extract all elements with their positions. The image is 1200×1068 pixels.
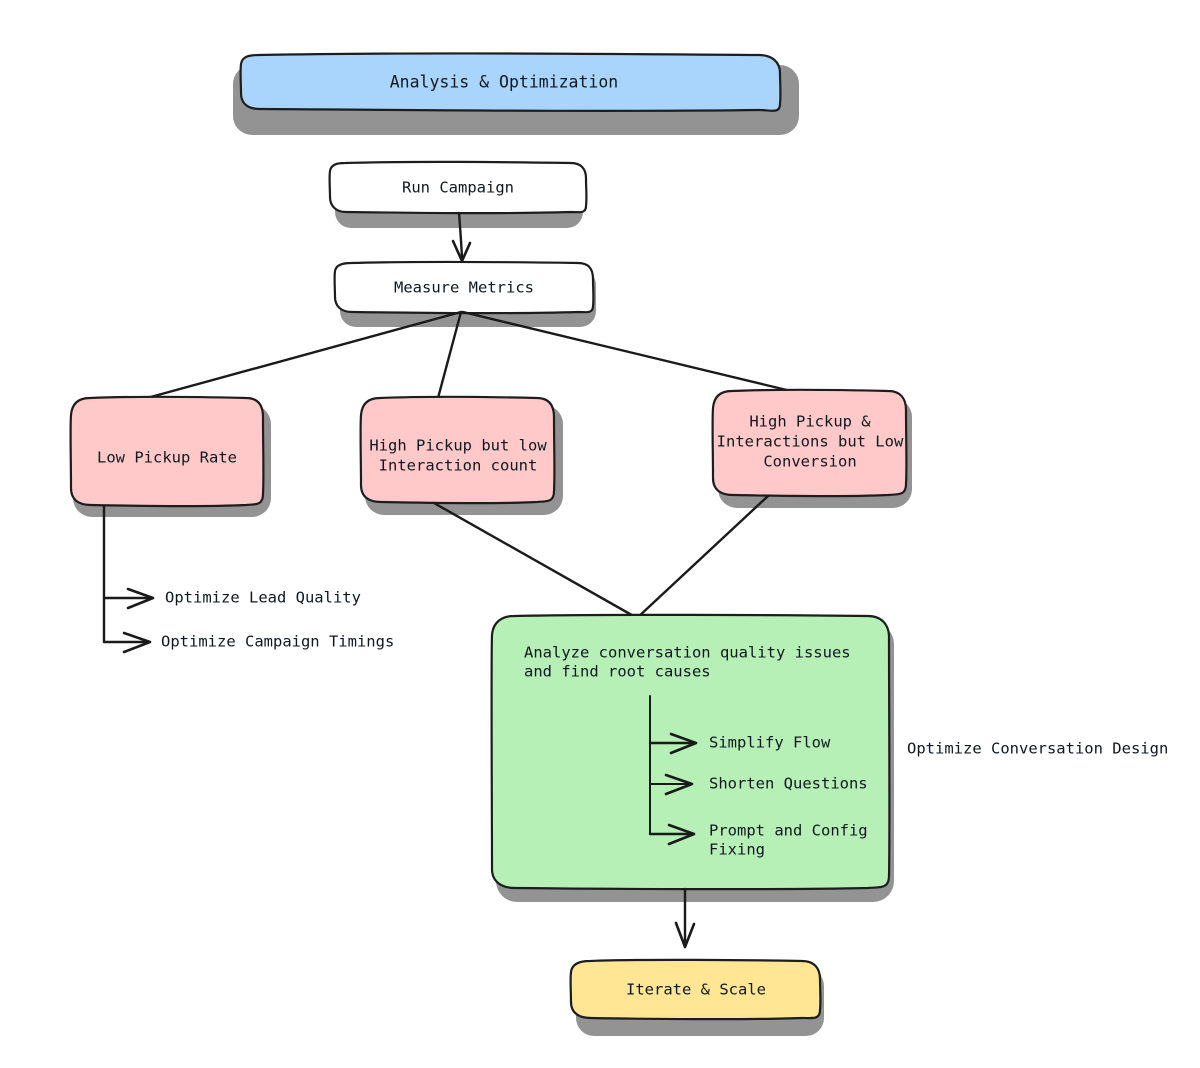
edge-line xyxy=(461,310,797,394)
edge-line xyxy=(635,494,770,620)
arrow-head-icon xyxy=(664,773,694,796)
label-optimize-campaign-timings: Optimize Campaign Timings xyxy=(161,633,394,651)
node-high-pickup-low-interaction[interactable]: High Pickup but low Interaction count xyxy=(359,395,563,515)
edge-analyze-to-prompt-config-fixing xyxy=(648,823,696,846)
node-label-measure-metrics: Measure Metrics xyxy=(394,279,534,297)
node-iterate-scale[interactable]: Iterate & Scale xyxy=(569,958,824,1036)
edge-analyze-to-shorten-questions xyxy=(649,773,694,796)
edge-high-pickup-low-interaction-to-analyze xyxy=(432,501,639,620)
edge-line xyxy=(457,211,464,260)
node-shape-rect xyxy=(333,260,595,315)
node-shape-rect xyxy=(328,160,588,215)
label-shorten-questions: Shorten Questions xyxy=(709,775,868,793)
edge-line xyxy=(145,310,463,400)
edge-line xyxy=(432,501,639,620)
node-low-pickup-rate[interactable]: Low Pickup Rate xyxy=(69,395,271,517)
node-shape-rect xyxy=(711,388,908,498)
label-optimize-lead-quality: Optimize Lead Quality xyxy=(165,589,361,607)
node-analysis-optimization[interactable]: Analysis & Optimization xyxy=(233,52,799,135)
node-label-analyze-line2: and find root causes xyxy=(524,663,711,681)
node-label-run-campaign: Run Campaign xyxy=(402,179,514,197)
node-label-high-pickup-low-interaction-line1: High Pickup but low xyxy=(369,437,547,455)
node-label-iterate-scale: Iterate & Scale xyxy=(626,981,766,999)
edge-analyze-to-iterate-scale xyxy=(674,887,696,949)
edge-low-pickup-to-optimize-campaign-timings xyxy=(102,631,152,654)
edge-line xyxy=(436,310,463,400)
node-shape-rect xyxy=(69,395,265,508)
edge-measure-metrics-to-high-pickup-low-interaction xyxy=(436,310,463,400)
label-optimize-conversation-design: Optimize Conversation Design xyxy=(907,740,1168,758)
node-shape-rect xyxy=(569,958,822,1021)
node-shape-rect xyxy=(359,395,556,505)
arrow-head-icon xyxy=(126,587,155,610)
arrow-head-icon xyxy=(122,631,152,654)
node-label-analysis-optimization: Analysis & Optimization xyxy=(390,73,618,92)
label-prompt-config-fixing-line2: Fixing xyxy=(709,841,765,859)
edge-low-pickup-to-optimize-lead-quality xyxy=(102,587,155,610)
node-label-analyze-line1: Analyze conversation quality issues xyxy=(524,644,851,662)
node-analyze-conversation-quality[interactable]: Analyze conversation quality issues and … xyxy=(490,613,894,902)
node-label-high-pickup-low-conversion-line3: Conversion xyxy=(763,453,856,471)
node-high-pickup-low-conversion[interactable]: High Pickup & Interactions but Low Conve… xyxy=(711,388,912,508)
node-measure-metrics[interactable]: Measure Metrics xyxy=(333,260,596,327)
label-prompt-config-fixing-line1: Prompt and Config xyxy=(709,822,868,840)
arrow-head-icon xyxy=(669,732,698,755)
node-shape-rect xyxy=(239,52,782,112)
node-shape-rect xyxy=(490,613,891,891)
edge-high-pickup-low-conversion-to-analyze xyxy=(635,494,770,620)
edge-analyze-to-simplify-flow xyxy=(648,732,698,755)
label-simplify-flow: Simplify Flow xyxy=(709,734,831,752)
node-run-campaign[interactable]: Run Campaign xyxy=(328,160,588,228)
arrow-head-icon xyxy=(674,921,696,949)
node-label-high-pickup-low-conversion-line2: Interactions but Low xyxy=(717,433,904,451)
node-label-high-pickup-low-conversion-line1: High Pickup & xyxy=(749,413,871,431)
edge-measure-metrics-to-low-pickup xyxy=(145,310,463,400)
node-label-high-pickup-low-interaction-line2: Interaction count xyxy=(379,457,538,475)
edge-measure-metrics-to-high-pickup-low-conversion xyxy=(461,310,797,394)
arrow-head-icon xyxy=(667,823,696,846)
node-label-low-pickup-rate: Low Pickup Rate xyxy=(97,449,237,467)
